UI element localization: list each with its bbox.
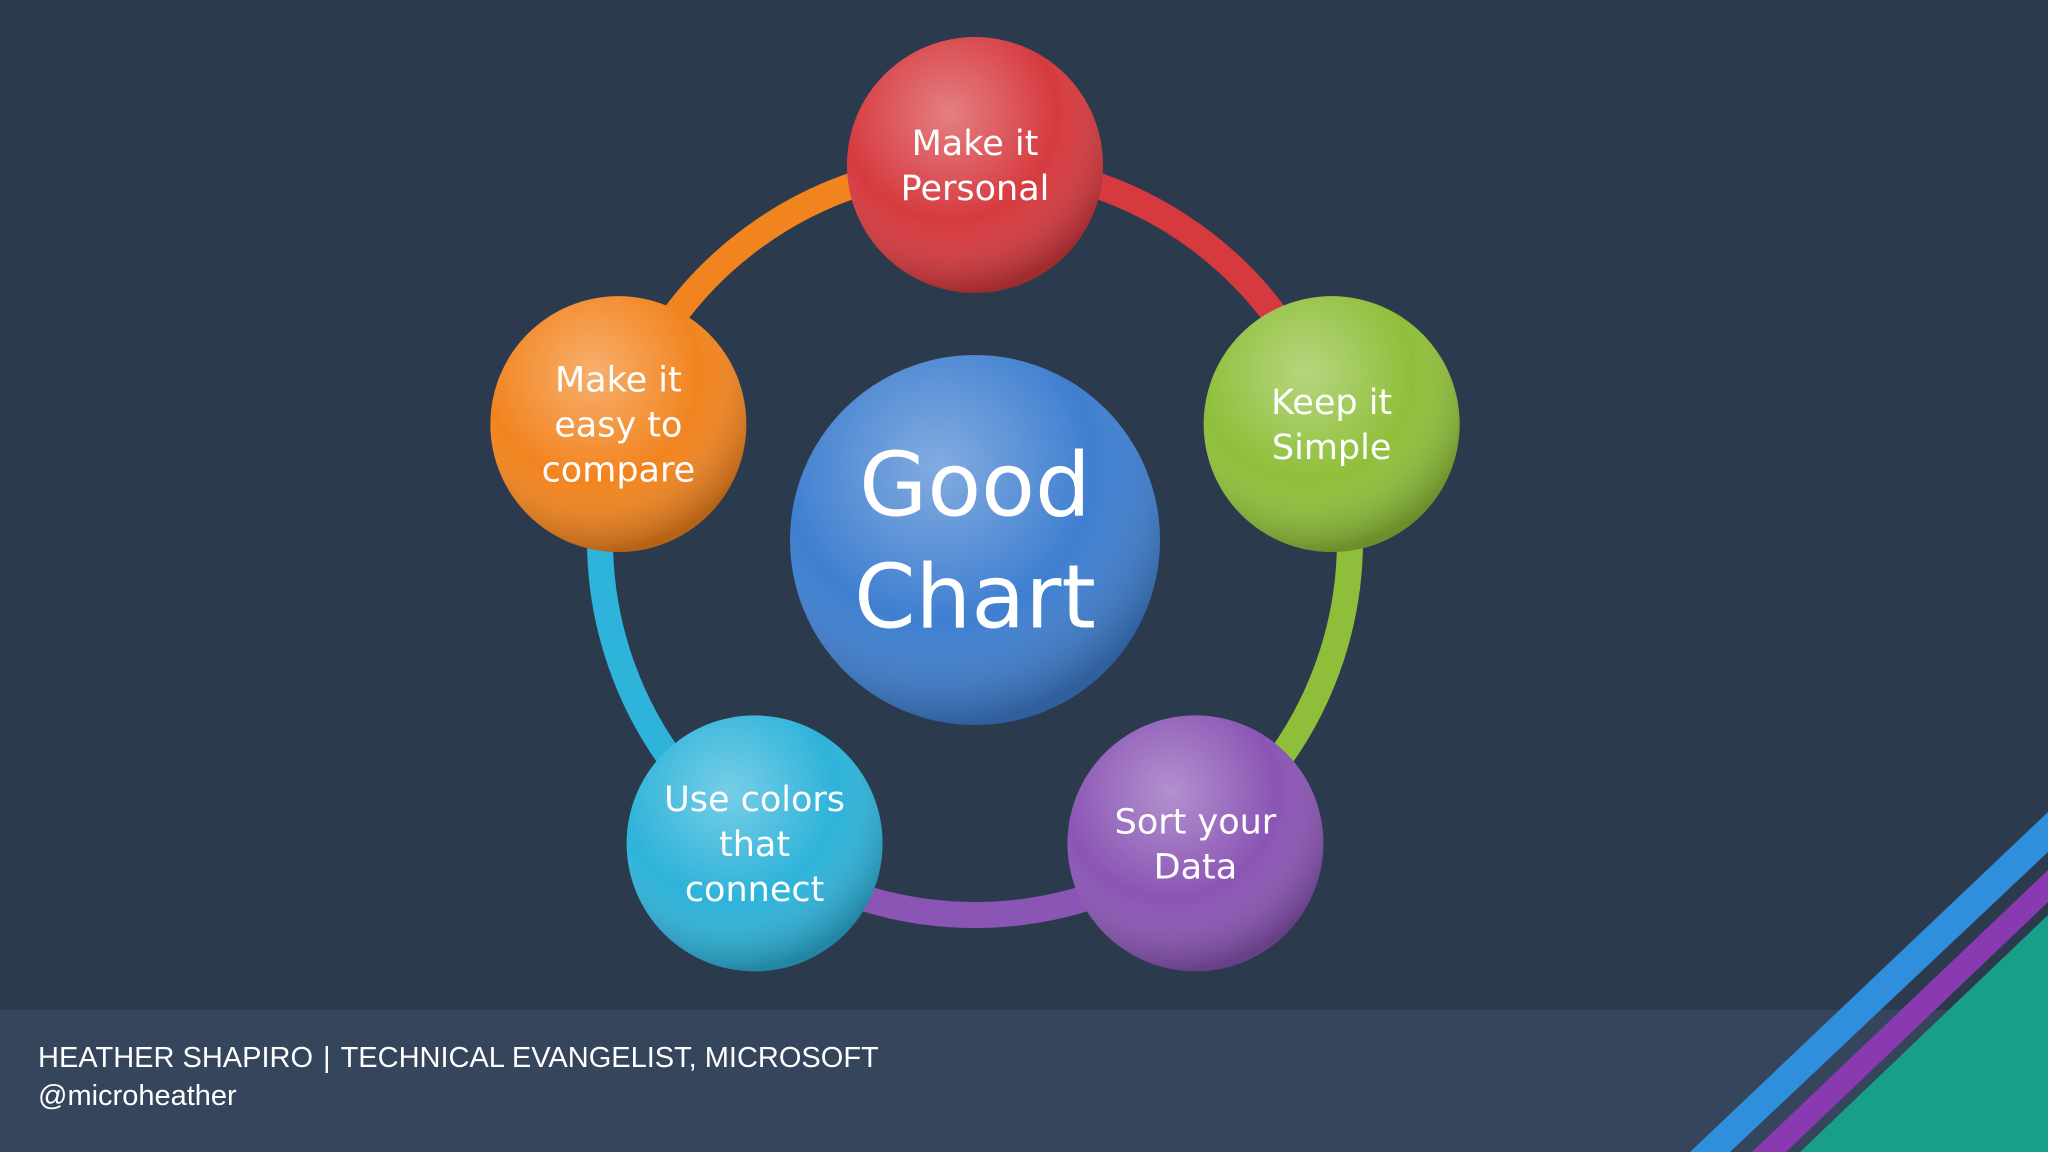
footer-separator: |: [323, 1042, 331, 1074]
node-sort-label-line-2: Data: [1154, 847, 1238, 887]
node-simple-shading: [1203, 296, 1460, 553]
node-compare-shading: [490, 296, 747, 553]
node-sort-label-line-1: Sort your: [1115, 802, 1277, 842]
speaker-name: HEATHER SHAPIRO: [38, 1042, 314, 1074]
node-personal-label-line-2: Personal: [901, 169, 1050, 209]
node-colors-label-line-3: connect: [685, 870, 825, 910]
node-personal-shading: [847, 37, 1103, 293]
node-simple-label-line-1: Keep it: [1271, 383, 1392, 423]
center-circle-shading: [790, 355, 1160, 725]
center-label-line-2: Chart: [854, 546, 1096, 649]
node-colors-label-line-2: that: [719, 825, 790, 865]
node-compare-label-line-3: compare: [542, 451, 696, 491]
speaker-role: TECHNICAL EVANGELIST, MICROSOFT: [340, 1042, 879, 1074]
twitter-handle: @microheather: [38, 1080, 237, 1112]
node-sort-shading: [1067, 715, 1324, 972]
node-colors-shading: [626, 715, 883, 972]
node-colors-label-line-1: Use colors: [664, 780, 845, 820]
node-personal-label-line-1: Make it: [912, 124, 1039, 164]
center-label-line-1: Good: [859, 434, 1091, 537]
node-simple-label-line-2: Simple: [1272, 428, 1392, 468]
footer-bar: [0, 1010, 2048, 1152]
node-compare-label-line-1: Make it: [555, 361, 682, 401]
footer-credit: HEATHER SHAPIRO | TECHNICAL EVANGELIST, MI…: [38, 1042, 879, 1075]
node-compare-label-line-2: easy to: [554, 406, 682, 446]
